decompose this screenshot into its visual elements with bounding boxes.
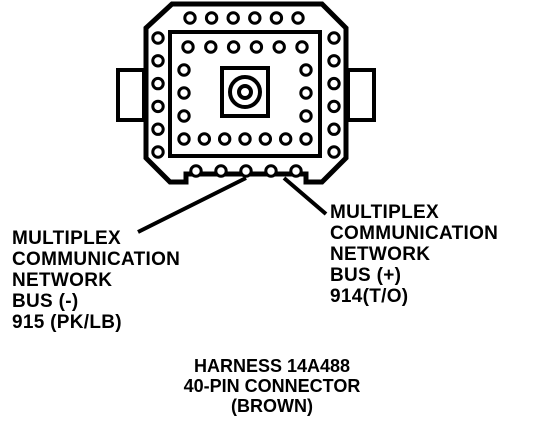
bus-plus-line2: COMMUNICATION (330, 223, 499, 244)
bus-plus-callout: MULTIPLEX COMMUNICATION NETWORK BUS (+) … (330, 202, 498, 307)
outer-top-pin (226, 11, 240, 25)
outer-bottom-pin (264, 164, 278, 178)
caption-line1: HARNESS 14A488 (193, 356, 351, 376)
inner-top-pin (249, 40, 264, 54)
outer-top-pin (248, 11, 262, 25)
inner-top-pin (226, 40, 241, 54)
bus-minus-line3: NETWORK (12, 270, 113, 291)
inner-bottom-pin (197, 132, 212, 146)
connector-body (116, 1, 376, 185)
inner-right-pin (299, 86, 313, 100)
outer-bottom-pin (239, 164, 253, 178)
inner-top-pin (272, 40, 286, 54)
center-post-outer (228, 75, 262, 109)
bus-minus-line4: BUS (-) (12, 291, 79, 312)
outer-bottom-pin (214, 164, 228, 178)
caption-line2: 40-PIN CONNECTOR (183, 376, 361, 396)
inner-bottom-pin (278, 132, 293, 146)
outer-right-pin (327, 76, 341, 91)
inner-top-pin (204, 40, 218, 54)
outer-left-pin (151, 99, 165, 114)
inner-bottom-pin (258, 132, 273, 146)
inner-top-pin (295, 40, 309, 54)
outer-right-pin (327, 99, 341, 114)
center-post-inner (237, 84, 253, 100)
inner-left-pin (177, 63, 191, 77)
bus-plus-line3: NETWORK (330, 244, 431, 265)
outer-bottom-pin (189, 164, 203, 178)
diagram-caption: HARNESS 14A488 40-PIN CONNECTOR (BROWN) (0, 356, 544, 416)
outer-right-pin (327, 145, 341, 159)
bus-plus-line1: MULTIPLEX (330, 202, 439, 223)
inner-bottom-pin (217, 132, 232, 146)
bus-minus-line5: 915 (PK/LB) (12, 312, 122, 333)
outer-left-pin (151, 122, 165, 136)
outer-top-pin (269, 11, 284, 25)
right-mounting-tab (346, 68, 376, 122)
outer-left-pin (151, 76, 165, 91)
bus-plus-line5: 914(T/O) (330, 286, 409, 307)
leader-line-bus-plus (282, 176, 328, 216)
left-mounting-tab (116, 68, 146, 122)
bus-plus-line4: BUS (+) (330, 265, 402, 286)
outer-right-pin (327, 122, 341, 136)
bus-minus-line1: MULTIPLEX (12, 228, 121, 249)
outer-left-pin (151, 31, 165, 45)
inner-bottom-pin (238, 132, 252, 146)
outer-right-pin (327, 31, 341, 45)
outer-left-pin (151, 145, 165, 159)
bus-minus-callout: MULTIPLEX COMMUNICATION NETWORK BUS (-) … (12, 228, 180, 333)
caption-line3: (BROWN) (231, 396, 313, 416)
inner-left-pin (177, 86, 191, 100)
center-hub (220, 66, 270, 118)
outer-right-pin (327, 54, 341, 68)
inner-pin-cavity (168, 30, 322, 158)
bus-minus-line2: COMMUNICATION (12, 249, 181, 270)
inner-right-pin (299, 63, 313, 77)
outer-bottom-pin (289, 164, 303, 178)
inner-bottom-pin (299, 132, 313, 146)
inner-top-pin (181, 40, 195, 54)
outer-top-pin (291, 11, 305, 25)
outer-top-pin (183, 11, 197, 25)
leader-line-bus-minus (137, 176, 247, 234)
outer-left-pin (151, 54, 165, 68)
outer-top-pin (204, 11, 219, 25)
inner-bottom-pin (177, 132, 191, 146)
inner-right-pin (299, 109, 313, 123)
inner-left-pin (177, 109, 191, 123)
